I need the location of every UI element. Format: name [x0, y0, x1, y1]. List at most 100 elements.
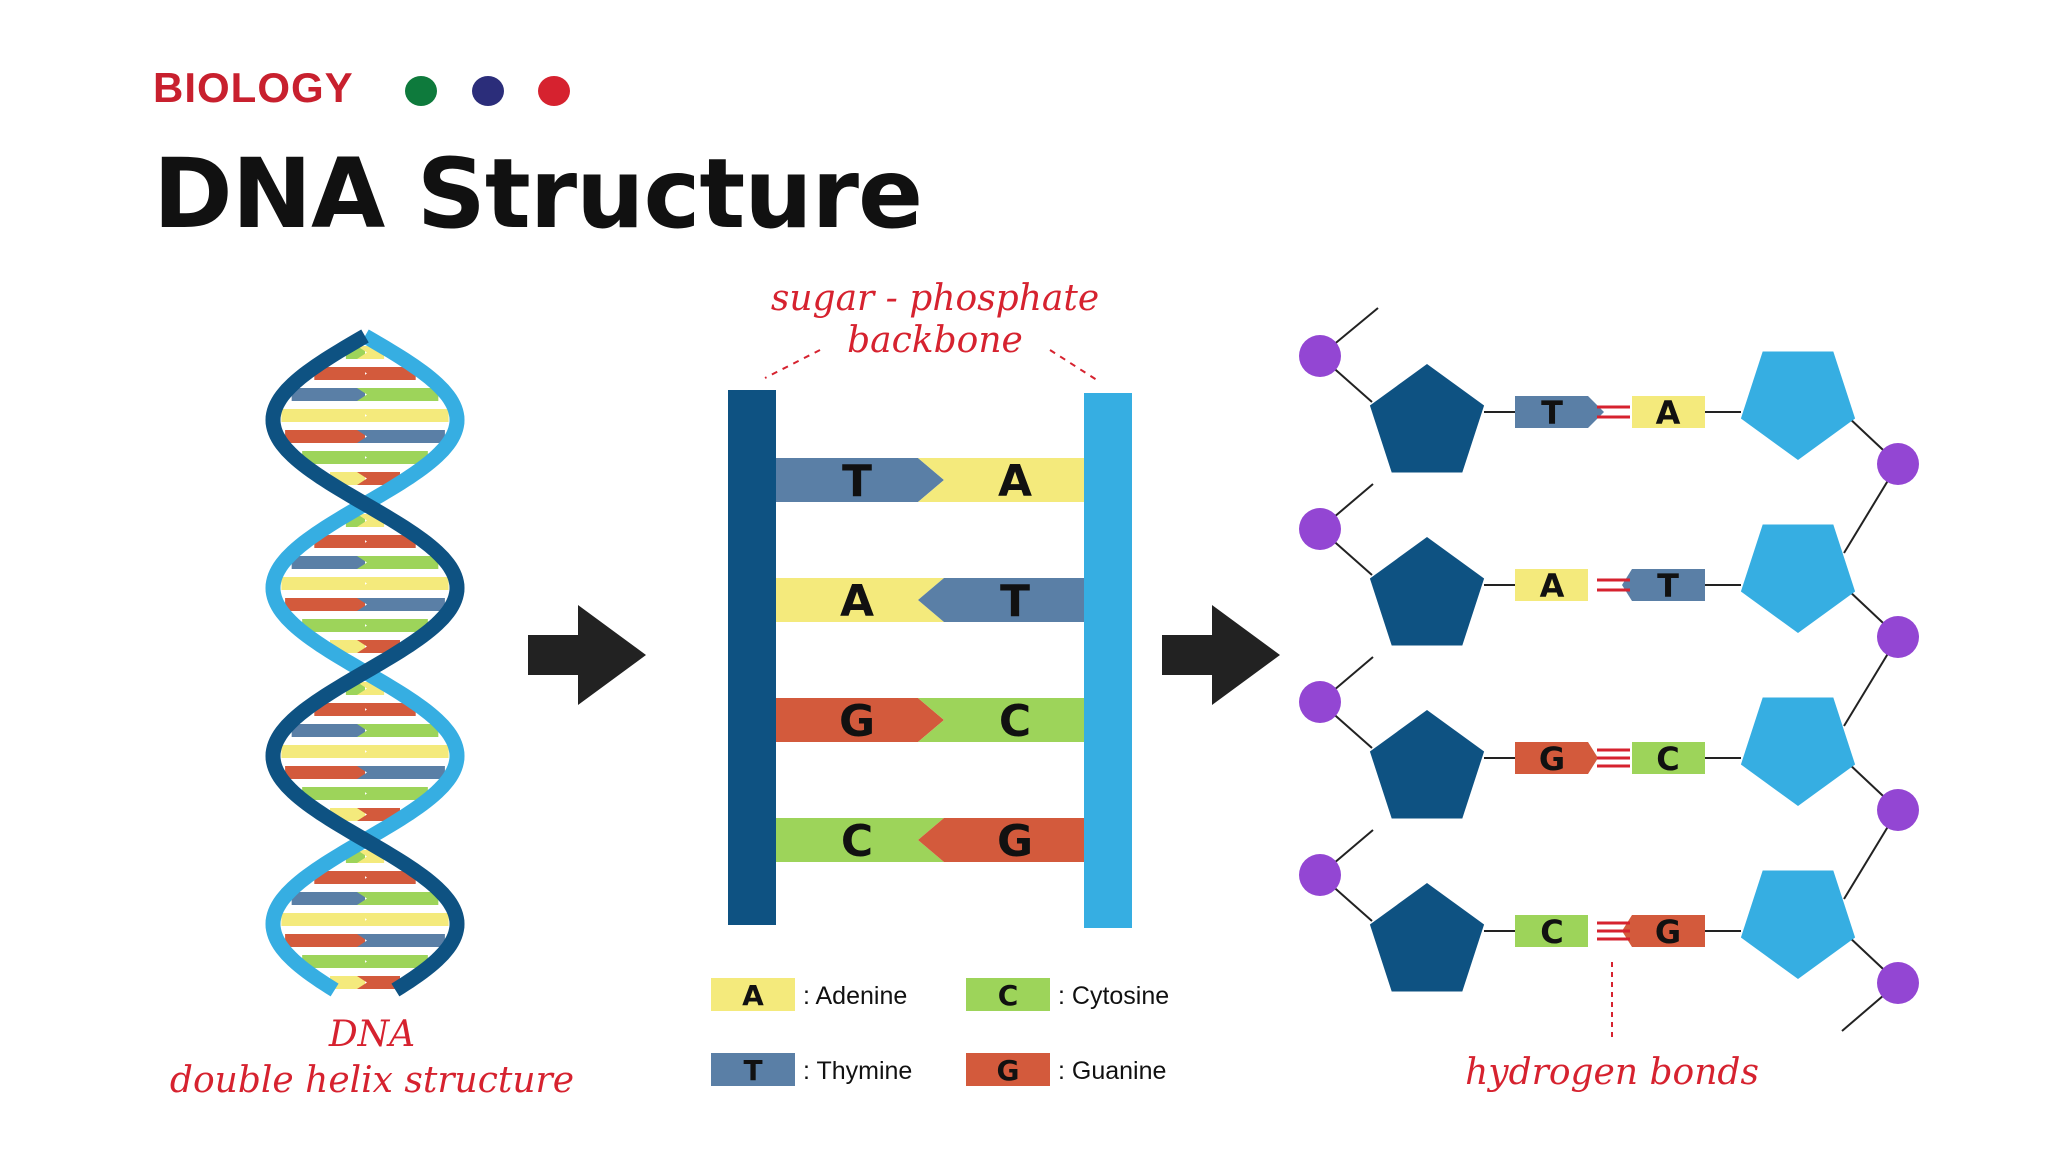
molecular-base-left — [1515, 396, 1604, 428]
navy-dot — [472, 76, 504, 106]
helix-base-rung — [357, 409, 449, 422]
ladder-base-right — [918, 458, 1084, 502]
legend-letter: G — [997, 1054, 1020, 1087]
helix-base-rung — [357, 619, 428, 632]
helix-base-rung — [281, 913, 365, 926]
helix-base-rung — [302, 955, 365, 968]
helix-base-rung — [285, 766, 365, 779]
phosphate-group — [1877, 616, 1919, 658]
ladder-base-letter: A — [840, 576, 874, 627]
helix-base-rung — [357, 430, 445, 443]
helix-base-rung — [357, 724, 439, 737]
legend-letter: T — [743, 1054, 762, 1087]
phosphate-group — [1877, 789, 1919, 831]
molecular-base-letter: C — [1540, 913, 1563, 951]
legend-label: : Thymine — [803, 1057, 912, 1085]
legend-swatch — [711, 1053, 795, 1086]
ladder-base-letter: A — [998, 456, 1032, 507]
ladder-base-letter: T — [842, 456, 872, 507]
backbone-right-strand — [1084, 393, 1132, 928]
ladder-base-right — [918, 698, 1084, 742]
backbone-pointer-left — [764, 349, 821, 379]
helix-base-rung — [281, 745, 365, 758]
double-helix — [265, 329, 465, 997]
helix-base-rung — [314, 535, 365, 548]
helix-base-rung — [314, 367, 365, 380]
ladder-base-letter: C — [999, 696, 1031, 747]
helix-base-rung — [357, 388, 439, 401]
helix-base-rung — [357, 892, 439, 905]
legend-label: : Cytosine — [1058, 982, 1169, 1010]
helix-base-rung — [357, 577, 449, 590]
helix-caption-line1: DNA — [328, 1014, 415, 1055]
phosphate-group — [1299, 335, 1341, 377]
molecular-base-letter: A — [1540, 567, 1565, 605]
helix-base-rung — [291, 388, 365, 401]
helix-base-rung — [330, 976, 365, 989]
helix-strand-light — [265, 329, 465, 997]
helix-base-rung — [357, 766, 445, 779]
molecular-base-letter: C — [1656, 740, 1679, 778]
molecular-base-letter: A — [1656, 394, 1681, 432]
ladder-base-letter: G — [997, 816, 1033, 867]
helix-base-rung — [357, 451, 428, 464]
helix-base-rung — [357, 976, 400, 989]
hydrogen-bonds-label: hydrogen bonds — [1465, 1052, 1759, 1093]
helix-base-rung — [357, 598, 445, 611]
molecular-base-left — [1515, 569, 1588, 601]
helix-base-rung — [357, 556, 439, 569]
legend-swatch — [966, 1053, 1050, 1086]
helix-base-rung — [285, 598, 365, 611]
helix-base-rung — [357, 871, 416, 884]
helix-base-rung — [357, 535, 416, 548]
helix-base-rung — [291, 724, 365, 737]
backbone-left-strand — [728, 390, 776, 925]
helix-base-rung — [357, 745, 449, 758]
phosphate-group — [1299, 508, 1341, 550]
phosphate-group — [1877, 962, 1919, 1004]
legend-swatch — [711, 978, 795, 1011]
sugar-pentagon-light — [1740, 351, 1856, 460]
sugar-pentagon-light — [1740, 697, 1856, 806]
helix-base-rung — [285, 430, 365, 443]
molecular-base-right — [1632, 742, 1705, 774]
backbone-pointer-right — [1049, 349, 1101, 383]
molecular-base-left — [1515, 742, 1598, 774]
ladder-base-left — [776, 818, 944, 862]
helix-base-rung — [357, 955, 428, 968]
sugar-pentagon-light — [1740, 870, 1856, 979]
molecular-base-letter: G — [1539, 740, 1565, 778]
sugar-pentagon-dark — [1369, 364, 1485, 473]
sugar-pentagon-light — [1740, 524, 1856, 633]
ladder-base-letter: T — [1000, 576, 1030, 627]
legend-letter: C — [998, 979, 1019, 1012]
helix-base-rung — [357, 787, 428, 800]
sugar-pentagon-dark — [1369, 537, 1485, 646]
helix-base-rung — [302, 787, 365, 800]
legend-letter: A — [742, 979, 764, 1012]
helix-base-rung — [302, 619, 365, 632]
helix-base-rung — [291, 556, 365, 569]
molecular-base-letter: G — [1655, 913, 1681, 951]
phosphate-group — [1299, 854, 1341, 896]
ladder-base-left — [776, 458, 944, 502]
phosphate-group — [1299, 681, 1341, 723]
backbone-label-line2: backbone — [847, 320, 1023, 361]
legend-label: : Guanine — [1058, 1057, 1166, 1085]
subject-label: BIOLOGY — [153, 64, 354, 111]
helix-base-rung — [314, 703, 365, 716]
phosphate-group — [1877, 443, 1919, 485]
helix-base-rung — [357, 703, 416, 716]
molecular-base-right — [1632, 396, 1705, 428]
page-title: DNA Structure — [153, 138, 923, 250]
red-dot — [538, 76, 570, 106]
molecular-base-letter: T — [1657, 567, 1679, 605]
helix-base-rung — [357, 367, 416, 380]
helix-base-rung — [357, 913, 449, 926]
ladder-base-right — [918, 818, 1084, 862]
helix-base-rung — [281, 577, 365, 590]
arrow-right-icon — [1162, 605, 1280, 705]
ladder-base-letter: G — [839, 696, 875, 747]
